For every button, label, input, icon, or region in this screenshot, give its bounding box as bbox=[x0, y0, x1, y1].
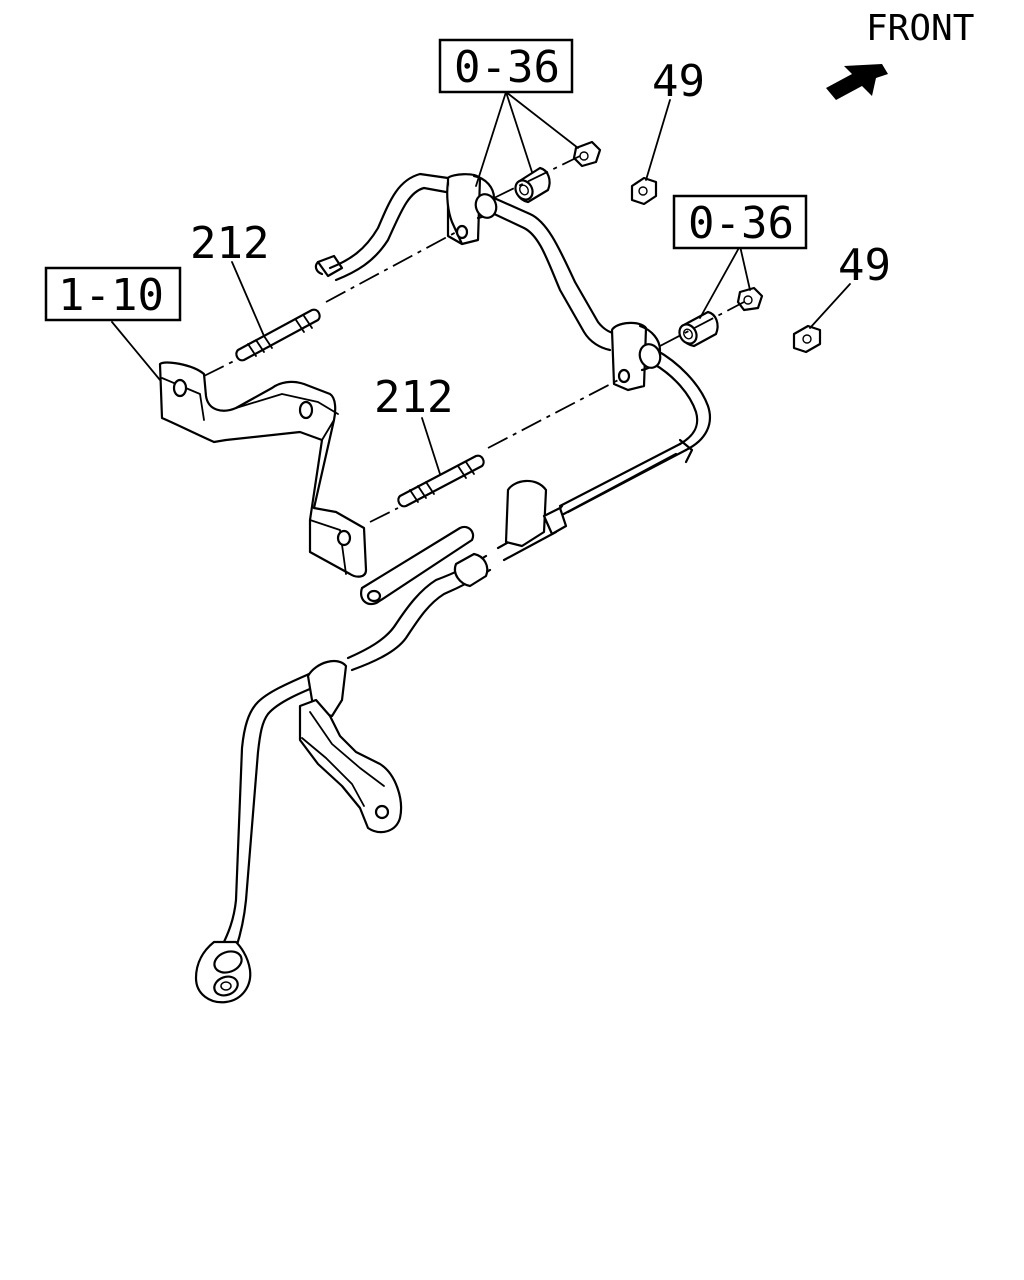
nut-49-right bbox=[792, 324, 822, 354]
front-arrow-icon bbox=[826, 64, 888, 100]
nut-49-top bbox=[630, 176, 658, 206]
front-label: FRONT bbox=[866, 8, 974, 49]
right-bushing-bracket bbox=[610, 321, 662, 392]
align-line-1 bbox=[325, 229, 461, 303]
align-line-5 bbox=[493, 155, 581, 199]
stabilizer-bar bbox=[194, 172, 712, 1004]
callout-212-mid: 212 bbox=[374, 372, 453, 423]
leader-lines bbox=[111, 91, 851, 475]
upper-bushing-bracket bbox=[446, 173, 498, 246]
lower-clamp-arm bbox=[298, 659, 403, 834]
callout-0-36-right: 0-36 bbox=[688, 198, 794, 249]
link-plate-assembly bbox=[360, 479, 568, 606]
callout-box-1-10 bbox=[44, 266, 182, 322]
stud-212-top bbox=[235, 308, 321, 362]
align-line-6 bbox=[659, 301, 745, 347]
align-line-2 bbox=[203, 359, 237, 377]
callout-box-0-36-right bbox=[672, 194, 808, 250]
callout-49-top: 49 bbox=[652, 56, 705, 107]
mounting-bracket bbox=[158, 361, 368, 578]
bushing-set-right bbox=[678, 286, 764, 348]
align-line-3 bbox=[487, 377, 623, 449]
callout-212-top: 212 bbox=[190, 218, 269, 269]
callout-1-10: 1-10 bbox=[58, 270, 164, 321]
stud-212-mid bbox=[397, 454, 485, 508]
bar-end-stub bbox=[314, 254, 344, 278]
align-line-4 bbox=[369, 507, 399, 523]
callout-box-0-36-top bbox=[438, 38, 574, 94]
callout-0-36-top: 0-36 bbox=[454, 42, 560, 93]
callout-49-right: 49 bbox=[838, 240, 891, 291]
